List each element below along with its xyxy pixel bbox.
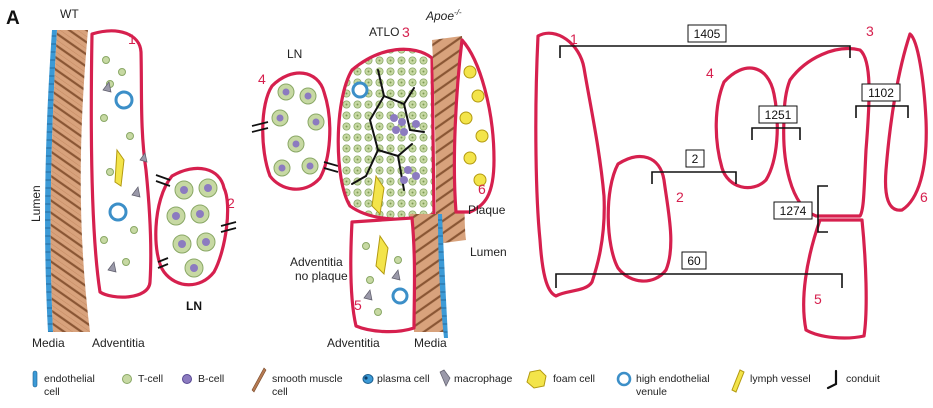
wt-diagram: WT Lumen 1	[29, 7, 236, 350]
svg-text:1405: 1405	[694, 27, 721, 41]
macrophage-icon	[440, 370, 450, 386]
outline-region-5	[804, 220, 866, 338]
svg-text:1274: 1274	[780, 204, 807, 218]
legend-item-high-endothelial-venule: high endothelial venule	[618, 373, 710, 398]
outline-region-number-5: 5	[814, 291, 822, 307]
plasma-cell-icon	[363, 375, 373, 384]
svg-text:high endothelial: high endothelial	[636, 373, 710, 385]
legend-item-foam-cell: foam cell	[527, 370, 595, 388]
apoe-region-number-4: 4	[258, 71, 266, 87]
conduit-icon	[828, 371, 836, 388]
svg-text:2: 2	[692, 152, 699, 166]
legend-item-endothelial-cell: endothelial cell	[33, 371, 95, 398]
legend-item-plasma-cell: plasma cell	[363, 373, 430, 385]
wt-media-label: Media	[32, 336, 65, 350]
t-cell-icon	[123, 375, 132, 384]
apoe-lumen-label: Lumen	[470, 245, 507, 259]
svg-text:cell: cell	[272, 386, 288, 398]
measurement-1102: 1102	[856, 84, 908, 118]
svg-text:T-cell: T-cell	[138, 373, 163, 385]
svg-text:foam cell: foam cell	[553, 373, 595, 385]
legend-item-conduit: conduit	[828, 371, 880, 388]
svg-text:endothelial: endothelial	[44, 373, 95, 385]
legend-item-macrophage: macrophage	[440, 370, 513, 386]
apoe-region-number-3: 3	[402, 24, 410, 40]
apoe-genotype-label: Apoe-/-	[425, 8, 462, 23]
wt-adventitia-label: Adventitia	[92, 336, 145, 350]
outline-region-3	[784, 49, 869, 216]
outline-region-6	[886, 34, 927, 210]
apoe-media-label: Media	[414, 336, 447, 350]
apoe-adventitia-label: Adventitia	[327, 336, 380, 350]
svg-text:B-cell: B-cell	[198, 373, 224, 385]
svg-text:venule: venule	[636, 386, 667, 398]
wt-region-number-2: 2	[227, 195, 235, 211]
plaque-region-6	[454, 40, 494, 212]
apoe-region-number-6: 6	[478, 181, 486, 197]
adventitia-no-plaque-region-5	[351, 218, 415, 332]
wt-media	[51, 30, 90, 332]
svg-text:60: 60	[687, 254, 701, 268]
svg-text:cell: cell	[44, 386, 60, 398]
wt-lumen-label: Lumen	[29, 185, 43, 222]
b-cell-icon	[183, 375, 192, 384]
svg-text:smooth muscle: smooth muscle	[272, 373, 343, 385]
svg-text:1251: 1251	[765, 108, 792, 122]
plaque-label: Plaque	[468, 203, 506, 217]
svg-text:conduit: conduit	[846, 373, 880, 385]
apoe-ln-label: LN	[287, 47, 302, 61]
apoe-lymph-node-region-4	[263, 73, 330, 189]
outline-region-2	[608, 157, 671, 281]
legend-item-t-cell: T-cell	[123, 373, 164, 385]
apoe-diagram: Apoe-/- ATLO 3 LN 4	[252, 8, 507, 350]
apoe-region-number-5: 5	[354, 297, 362, 313]
outline-region-number-1: 1	[570, 31, 578, 47]
legend: endothelial cell T-cell B-cell smooth mu…	[33, 368, 880, 398]
svg-text:lymph vessel: lymph vessel	[750, 373, 811, 385]
outline-region-number-2: 2	[676, 189, 684, 205]
panel-label: A	[6, 8, 20, 29]
endothelial-cell-icon	[33, 371, 37, 387]
outline-region-number-6: 6	[920, 189, 928, 205]
wt-label: WT	[60, 7, 79, 21]
outline-region-1	[536, 33, 604, 296]
atlo-region-3	[338, 49, 434, 219]
foam-cell-icon	[527, 370, 546, 388]
adventitia-no-plaque-label-line2: no plaque	[295, 269, 348, 283]
outline-region-number-3: 3	[866, 23, 874, 39]
svg-text:plasma cell: plasma cell	[377, 373, 430, 385]
lymph-vessel-icon	[732, 370, 744, 392]
svg-text:macrophage: macrophage	[454, 373, 513, 385]
high-endothelial-venule-icon	[618, 373, 630, 385]
legend-item-lymph-vessel: lymph vessel	[732, 370, 811, 392]
wt-ln-label: LN	[186, 299, 202, 313]
legend-item-b-cell: B-cell	[183, 373, 225, 385]
legend-item-smooth-muscle-cell: smooth muscle cell	[252, 368, 343, 398]
outline-diagram: 1 2 3 4 5 6 1405 1251 1102 2	[536, 23, 928, 338]
outline-region-number-4: 4	[706, 65, 714, 81]
measurement-1405: 1405	[560, 25, 850, 58]
wt-region-number-1: 1	[128, 31, 136, 47]
svg-text:1102: 1102	[868, 86, 894, 100]
adventitia-no-plaque-label-line1: Adventitia	[290, 255, 343, 269]
atlo-label: ATLO	[369, 25, 399, 39]
smooth-muscle-cell-icon	[252, 368, 266, 392]
